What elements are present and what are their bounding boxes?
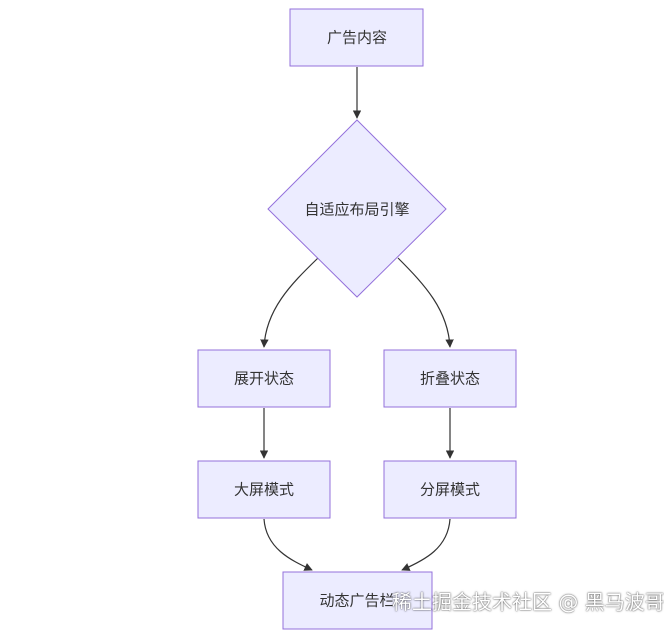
edge-large-to-dynamic xyxy=(263,518,313,571)
node-unfolded-state-label: 展开状态 xyxy=(234,370,294,388)
node-folded-state: 折叠状态 xyxy=(383,349,517,408)
node-large-screen-mode-label: 大屏模式 xyxy=(234,481,294,499)
node-split-screen-mode-label: 分屏模式 xyxy=(420,481,480,499)
node-layout-engine: 自适应布局引擎 xyxy=(267,119,447,298)
node-dynamic-ad-bar-label: 动态广告栏 xyxy=(319,592,394,610)
node-split-screen-mode: 分屏模式 xyxy=(383,460,517,519)
node-dynamic-ad-bar: 动态广告栏 xyxy=(282,571,433,630)
node-unfolded-state: 展开状态 xyxy=(197,349,331,408)
edge-split-to-dynamic xyxy=(401,518,451,571)
watermark: 稀土掘金技术社区 @ 黑马波哥 xyxy=(392,590,664,614)
node-large-screen-mode: 大屏模式 xyxy=(197,460,331,519)
node-layout-engine-label: 自适应布局引擎 xyxy=(304,201,409,219)
node-ad-content-label: 广告内容 xyxy=(327,29,387,47)
node-folded-state-label: 折叠状态 xyxy=(420,370,480,388)
edge-engine-to-folded xyxy=(397,257,454,348)
edge-engine-to-unfolded xyxy=(260,257,319,348)
node-ad-content: 广告内容 xyxy=(289,8,424,67)
